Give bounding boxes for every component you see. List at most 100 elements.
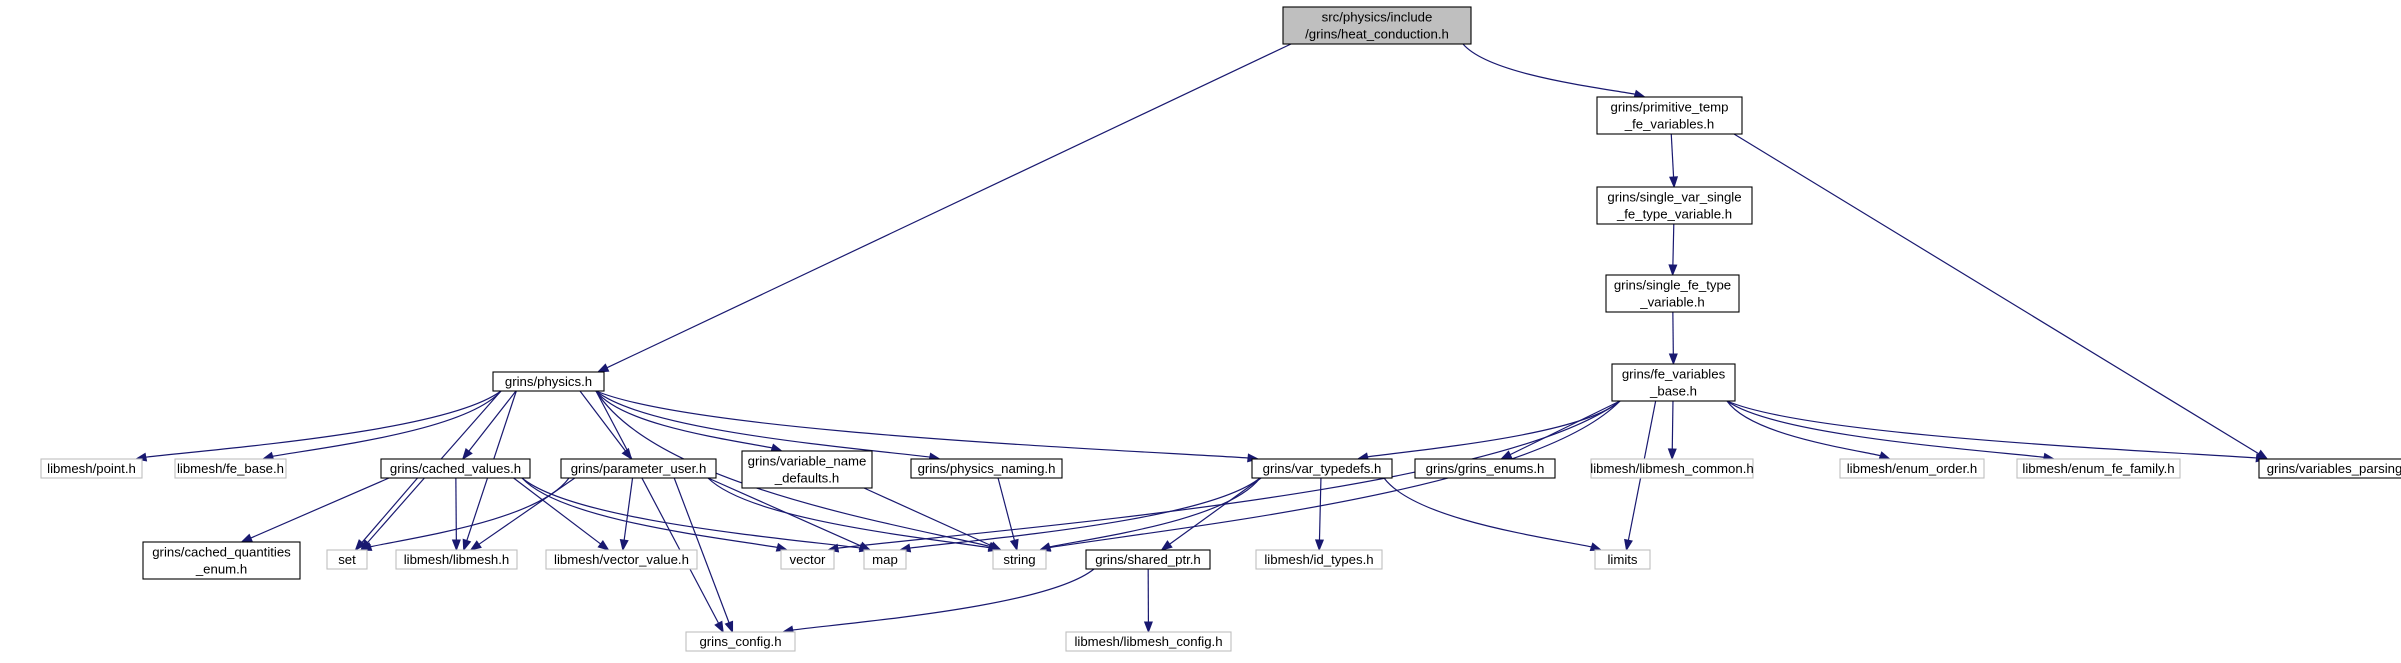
node-var-name-defaults[interactable]: grins/variable_name_defaults.h: [741, 450, 873, 489]
node-primitive-temp[interactable]: grins/primitive_temp_fe_variables.h: [1596, 96, 1743, 135]
node-label-line: grins/single_var_single: [1607, 190, 1741, 205]
edge-fe-vars-base-to-limits: [1624, 400, 1657, 552]
node-map: map: [863, 549, 907, 570]
node-label-line: _enum.h: [195, 562, 247, 577]
node-label-line: _fe_type_variable.h: [1616, 207, 1732, 222]
node-label-line: grins/parameter_user.h: [571, 461, 707, 476]
edge-line: [521, 477, 778, 548]
node-box: [380, 458, 531, 479]
edge-arrowhead: [1624, 538, 1633, 552]
node-grins-config: grins_config.h: [685, 631, 796, 652]
edge-arrowhead: [451, 539, 461, 552]
edge-physics-to-cached-values: [461, 390, 517, 461]
node-libmesh-common: libmesh/libmesh_common.h: [1590, 458, 1754, 479]
nodes-layer: src/physics/include/grins/heat_conductio…: [40, 6, 2401, 652]
edge-line: [145, 390, 502, 458]
node-string: string: [992, 549, 1047, 570]
edge-var-typedefs-to-id-types: [1314, 477, 1325, 552]
edge-physics-to-parameter-user: [579, 390, 633, 461]
node-box: [1594, 549, 1651, 570]
edge-shared-ptr-to-libmesh-config: [1143, 568, 1153, 634]
edge-parameter-user-to-string: [707, 477, 1001, 552]
node-shared-ptr[interactable]: grins/shared_ptr.h: [1085, 549, 1211, 570]
edge-line: [513, 477, 601, 545]
edge-line: [1367, 400, 1621, 458]
node-cached-quantities[interactable]: grins/cached_quantities_enum.h: [142, 541, 301, 580]
node-box: [1085, 549, 1211, 570]
node-box: [863, 549, 907, 570]
edge-cached-values-to-vector-value: [513, 477, 610, 551]
edge-arrowhead: [724, 620, 734, 634]
node-label-line: libmesh/enum_fe_family.h: [2022, 461, 2174, 476]
edge-line: [606, 43, 1292, 369]
edge-line: [1049, 400, 1621, 549]
edge-var-typedefs-to-limits: [1383, 477, 1603, 551]
node-variables-parsing[interactable]: grins/variables_parsing.h: [2258, 458, 2401, 479]
node-label-line: limits: [1607, 552, 1637, 567]
edge-cached-values-to-cached-quantities: [240, 477, 390, 543]
edge-arrowhead: [596, 363, 610, 373]
node-single-var[interactable]: grins/single_var_single _fe_type_variable…: [1596, 186, 1753, 225]
edge-arrowhead: [858, 541, 872, 551]
node-box: [2258, 458, 2401, 479]
edge-arrowhead: [461, 447, 473, 461]
node-label-line: libmesh/libmesh_config.h: [1074, 634, 1222, 649]
node-heat-conduction[interactable]: src/physics/include/grins/heat_conductio…: [1282, 6, 1472, 45]
node-fe-vars-base[interactable]: grins/fe_variables_base.h: [1611, 363, 1736, 402]
edge-line: [478, 477, 576, 545]
edge-line: [272, 390, 502, 457]
edge-heat-conduction-to-primitive-temp: [1462, 43, 1647, 99]
node-physics-naming[interactable]: grins/physics_naming.h: [910, 458, 1063, 479]
node-label-line: /grins/heat_conduction.h: [1305, 27, 1449, 42]
node-label-line: vector: [790, 552, 827, 567]
node-grins-enums[interactable]: grins/grins_enums.h: [1414, 458, 1556, 479]
edge-physics-naming-to-string: [997, 477, 1019, 552]
node-enum-order: libmesh/enum_order.h: [1839, 458, 1985, 479]
edge-line: [673, 477, 730, 623]
node-label-line: libmesh/point.h: [47, 461, 136, 476]
node-label-line: libmesh/id_types.h: [1264, 552, 1373, 567]
node-box: [1590, 458, 1754, 479]
node-single-fe[interactable]: grins/single_fe_type_variable.h: [1605, 274, 1740, 313]
node-cached-values[interactable]: grins/cached_values.h: [380, 458, 531, 479]
edge-arrowhead: [1668, 264, 1678, 277]
node-vector-value: libmesh/vector_value.h: [545, 549, 698, 570]
edge-line: [997, 477, 1015, 541]
edge-parameter-user-to-grins-config: [673, 477, 734, 634]
edge-cached-values-to-libmesh: [451, 477, 461, 552]
node-label-line: grins/cached_values.h: [390, 461, 521, 476]
node-vector: vector: [780, 549, 835, 570]
node-libmesh: libmesh/libmesh.h: [395, 549, 518, 570]
edge-line: [1169, 477, 1262, 545]
edge-line: [595, 390, 990, 547]
node-parameter-user[interactable]: grins/parameter_user.h: [560, 458, 717, 479]
edge-fe-vars-base-to-libmesh-common: [1667, 400, 1677, 461]
node-box: [910, 458, 1063, 479]
node-box: [1065, 631, 1232, 652]
edge-physics-to-physics-naming: [595, 390, 942, 462]
edges-layer: [134, 43, 2269, 635]
edge-arrowhead: [597, 540, 610, 551]
node-box: [326, 549, 368, 570]
edge-line: [468, 390, 517, 452]
edge-single-fe-to-fe-vars-base: [1668, 311, 1678, 366]
edge-line: [1462, 43, 1636, 95]
node-var-typedefs[interactable]: grins/var_typedefs.h: [1251, 458, 1393, 479]
edge-arrowhead: [1314, 539, 1325, 552]
edge-physics-to-point: [134, 390, 502, 462]
node-box: [1596, 186, 1753, 225]
edge-heat-conduction-to-physics: [596, 43, 1292, 373]
node-label-line: grins/fe_variables: [1622, 367, 1726, 382]
edge-physics-to-var-typedefs: [595, 390, 1260, 463]
node-label-line: libmesh/libmesh_common.h: [1590, 461, 1753, 476]
node-physics[interactable]: grins/physics.h: [492, 371, 605, 392]
node-label-line: _defaults.h: [774, 471, 840, 486]
edge-line: [1726, 400, 2045, 458]
node-box: [395, 549, 518, 570]
node-point: libmesh/point.h: [40, 458, 143, 479]
edge-arrowhead: [1143, 621, 1153, 634]
node-limits: limits: [1594, 549, 1651, 570]
node-box: [545, 549, 698, 570]
edge-line: [595, 390, 720, 624]
edge-line: [623, 477, 634, 541]
